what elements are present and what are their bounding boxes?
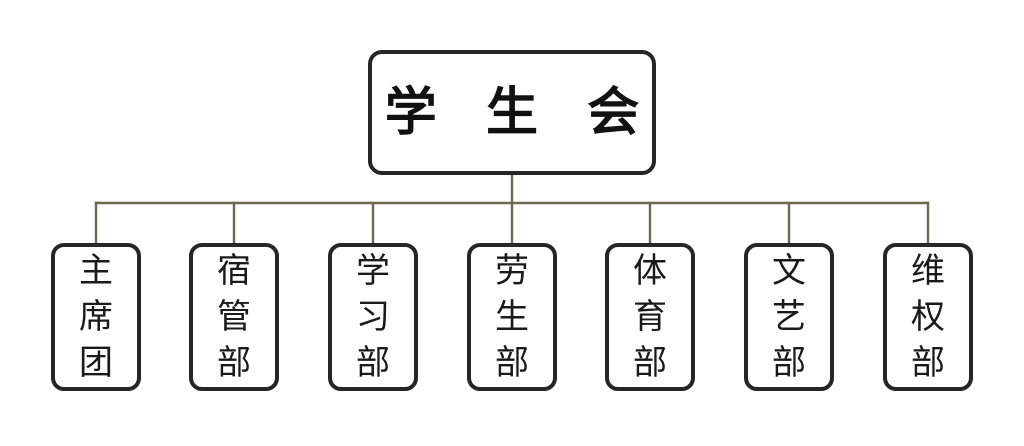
node-child-labor-hygiene[interactable]: 劳 生 部 bbox=[467, 243, 557, 391]
node-root-label: 学 生 会 bbox=[384, 82, 655, 143]
node-child-study[interactable]: 学 习 部 bbox=[328, 243, 418, 391]
node-child-presidium[interactable]: 主 席 团 bbox=[51, 243, 141, 391]
node-child-label: 主 席 团 bbox=[79, 251, 113, 383]
node-root-student-union[interactable]: 学 生 会 bbox=[368, 50, 656, 175]
node-child-label: 宿 管 部 bbox=[217, 251, 251, 383]
node-child-arts[interactable]: 文 艺 部 bbox=[744, 243, 834, 391]
node-child-label: 劳 生 部 bbox=[495, 251, 529, 383]
node-child-label: 文 艺 部 bbox=[772, 251, 806, 383]
node-child-dormitory-management[interactable]: 宿 管 部 bbox=[189, 243, 279, 391]
node-child-label: 体 育 部 bbox=[633, 251, 667, 383]
node-child-label: 学 习 部 bbox=[356, 251, 390, 383]
node-child-label: 维 权 部 bbox=[911, 251, 945, 383]
node-child-rights-protection[interactable]: 维 权 部 bbox=[883, 243, 973, 391]
node-child-sports[interactable]: 体 育 部 bbox=[605, 243, 695, 391]
